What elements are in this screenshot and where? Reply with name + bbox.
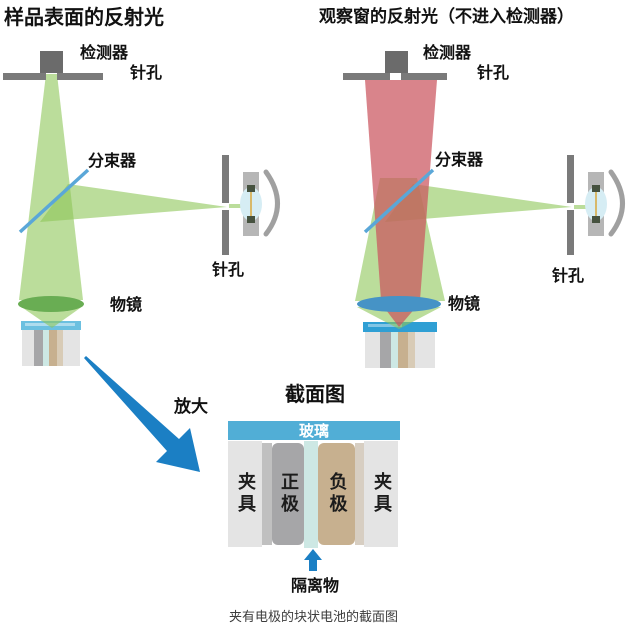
- beam-splitter-label-left: 分束器: [88, 151, 137, 170]
- lamp-electrode-left-top: [247, 185, 255, 192]
- cross-section-negative-electrode: 负极: [318, 443, 355, 545]
- beam-splitter-label-right: 分束器: [435, 150, 484, 169]
- pinhole-plate-right-b: [567, 210, 574, 255]
- cross-section-strip-left: [262, 443, 272, 545]
- green-beam-horizontal-right: [385, 184, 572, 222]
- pinhole-bar-left-b: [57, 73, 103, 80]
- cross-section-positive-electrode: 正极: [272, 443, 304, 545]
- objective-label-left: 物镜: [110, 295, 143, 314]
- pinhole-plate-left-a: [222, 155, 229, 203]
- sample-edge-stripe-right: [408, 332, 415, 368]
- detector-label-right: 检测器: [423, 43, 472, 62]
- detector-right: [385, 51, 408, 73]
- clamp-left-label: 夹具: [235, 472, 256, 516]
- sample-positive-stripe-left: [34, 330, 43, 366]
- right-diagram-title: 观察窗的反射光（不进入检测器）: [319, 7, 574, 27]
- pinhole-top-label-right: 针孔: [477, 63, 510, 82]
- sample-separator-stripe-right: [391, 332, 398, 368]
- green-beam-horizontal-left: [40, 184, 227, 222]
- objective-lens-right: [357, 296, 441, 312]
- pinhole-bar-right-a: [343, 73, 390, 80]
- left-diagram-title: 样品表面的反射光: [4, 5, 164, 29]
- magnify-label: 放大: [174, 397, 208, 417]
- lamp-reflector-left: [263, 169, 280, 237]
- green-beam-focus-left: [20, 306, 83, 328]
- separator-label: 隔离物: [290, 576, 339, 595]
- lamp-electrode-right-bottom: [592, 216, 600, 223]
- left-optical-diagram: [3, 51, 280, 366]
- lamp-reflector-right: [608, 169, 625, 237]
- pinhole-side-label-right: 针孔: [552, 266, 585, 285]
- figure-caption: 夹有电极的块状电池的截面图: [228, 610, 398, 625]
- sample-positive-stripe-right: [380, 332, 391, 368]
- positive-electrode-label: 正极: [278, 472, 299, 516]
- separator-pointer-arrow: [304, 549, 322, 571]
- magnify-arrow: [84, 356, 200, 472]
- sample-glass-highlight-right: [368, 324, 402, 327]
- pinhole-bar-left-a: [3, 73, 46, 80]
- beam-splitter-left: [18, 168, 90, 234]
- negative-electrode-label: 负极: [326, 472, 348, 516]
- cross-section-strip-right: [355, 443, 364, 545]
- sample-clamp-stripe-left: [22, 330, 34, 366]
- cross-section-glass-bar: 玻璃: [228, 421, 400, 440]
- detector-left: [40, 51, 63, 73]
- sample-clamp-stripe-right-2: [415, 332, 435, 368]
- cross-section-clamp-left: 夹具: [228, 441, 262, 547]
- objective-label-right: 物镜: [448, 294, 481, 313]
- pinhole-side-label-left: 针孔: [212, 260, 245, 279]
- glass-label: 玻璃: [298, 422, 329, 440]
- detector-label-left: 检测器: [80, 43, 129, 62]
- clamp-right-label: 夹具: [371, 472, 392, 516]
- sample-clamp-stripe-left-2: [63, 330, 80, 366]
- lamp-electrode-left-bottom: [247, 216, 255, 223]
- pinhole-bar-right-b: [401, 73, 447, 80]
- beam-splitter-right: [363, 168, 435, 234]
- green-beam-lamp-feed-left: [229, 204, 241, 208]
- objective-lens-left: [18, 296, 84, 312]
- sample-negative-stripe-left: [49, 330, 57, 366]
- cross-section-title: 截面图: [285, 382, 345, 406]
- cross-section-clamp-right: 夹具: [364, 441, 398, 547]
- red-beam-vertical-right: [365, 80, 437, 300]
- pinhole-plate-right-a: [567, 155, 574, 203]
- green-beam-vertical-left: [19, 74, 83, 300]
- pinhole-top-label-left: 针孔: [130, 63, 163, 82]
- pinhole-plate-left-b: [222, 210, 229, 255]
- sample-clamp-stripe-right: [365, 332, 380, 368]
- lamp-electrode-right-top: [592, 185, 600, 192]
- green-beam-lamp-feed-right: [574, 205, 586, 209]
- right-optical-diagram: [343, 51, 625, 368]
- cross-section-separator: [304, 441, 318, 548]
- sample-edge-stripe-left: [57, 330, 63, 366]
- sample-separator-stripe-left: [43, 330, 49, 366]
- sample-negative-stripe-right: [398, 332, 408, 368]
